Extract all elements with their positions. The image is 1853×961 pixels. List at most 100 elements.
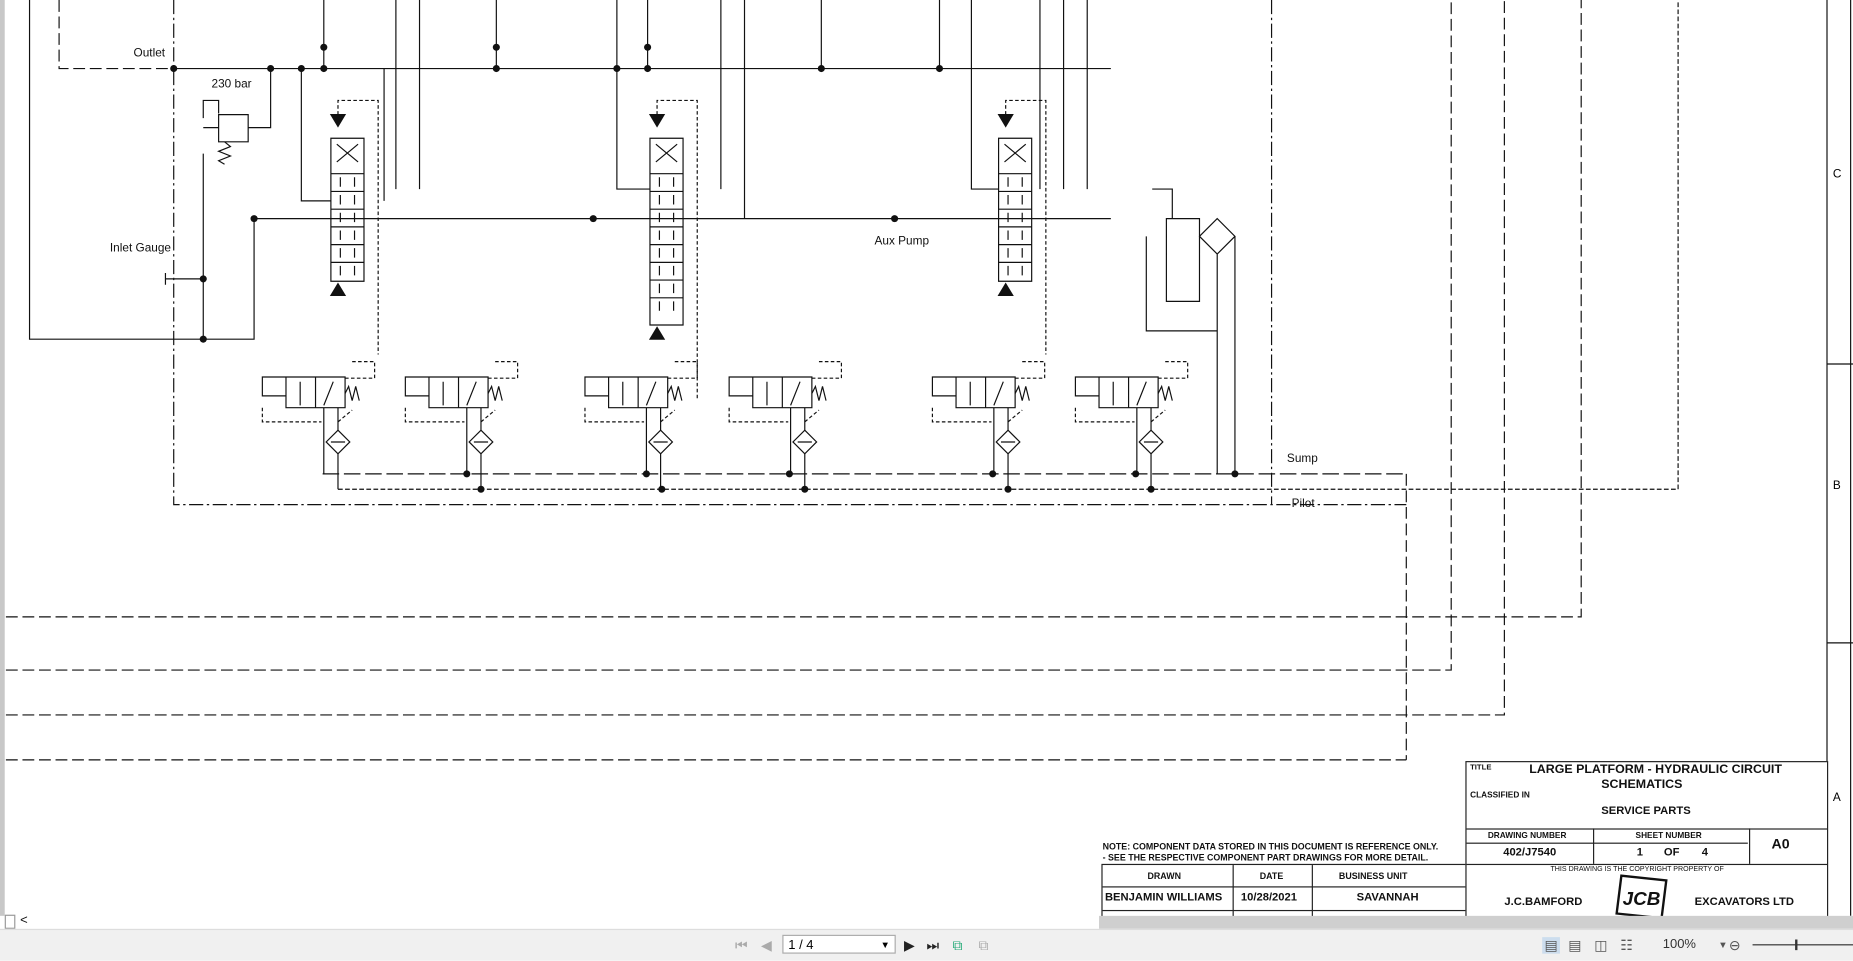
solenoid-valve [261, 376, 346, 409]
valve-pilot [584, 361, 698, 423]
valve-pilot [404, 361, 519, 423]
business-unit-header: BUSINESS UNIT [1338, 870, 1408, 882]
jcb-logo: JCB [1615, 874, 1668, 920]
note-line-1: NOTE: COMPONENT DATA STORED IN THIS DOCU… [1102, 841, 1439, 853]
zoom-slider[interactable] [1752, 944, 1853, 946]
zoom-dropdown-icon[interactable]: ▼ [1718, 939, 1728, 951]
spool-section [330, 190, 364, 205]
spool-section [649, 190, 684, 205]
valve-pilot [728, 361, 843, 423]
spool-valves [329, 99, 1047, 399]
valve-flow-arrows [969, 381, 1030, 406]
spool-section [998, 173, 1032, 187]
previous-view-icon[interactable]: ⧉ [952, 937, 963, 954]
pilot-line [656, 99, 698, 399]
pilot-line [337, 0, 1679, 490]
junction-dot [320, 64, 328, 73]
spool-section [998, 261, 1032, 276]
single-page-view-icon[interactable]: ▤ [1542, 937, 1561, 954]
pilot-label: Pilot [1291, 497, 1315, 511]
last-page-icon[interactable]: ⏭ [926, 937, 940, 954]
svg-text:JCB: JCB [1623, 889, 1661, 910]
spool-section [649, 279, 684, 294]
company-right: EXCAVATORS LTD [1694, 895, 1795, 909]
junction-dot [785, 470, 793, 478]
solenoid-valve [584, 376, 669, 409]
zone-c: C [1832, 167, 1842, 181]
copyright-text: THIS DRAWING IS THE COPYRIGHT PROPERTY O… [1550, 866, 1724, 874]
company-left: J.C.BAMFORD [1504, 895, 1583, 909]
zoom-level[interactable]: 100% [1662, 937, 1696, 952]
junction-dot [492, 43, 500, 51]
drawing-number: 402/J7540 [1503, 846, 1557, 860]
valve-flow-arrows [622, 381, 683, 406]
junction-dot [267, 64, 275, 73]
facing-view-icon[interactable]: ◫ [1594, 937, 1608, 954]
next-view-icon[interactable]: ⧉ [978, 937, 989, 954]
page-number-value: 1 / 4 [788, 938, 814, 953]
date-value: 10/28/2021 [1240, 891, 1298, 905]
page-number-input[interactable]: 1 / 4 ▼ [782, 934, 896, 954]
pilot-line [1005, 99, 1047, 355]
junction-dot [644, 64, 652, 73]
viewer-left-edge [0, 0, 5, 916]
solenoid-valve [404, 376, 489, 409]
junction-dot [589, 215, 597, 223]
horizontal-scrollbar[interactable] [1099, 915, 1853, 929]
filter-icon [468, 429, 494, 455]
previous-page-icon[interactable]: ◀ [761, 937, 772, 954]
inlet-gauge-label: Inlet Gauge [109, 242, 172, 256]
junction-dot [320, 43, 328, 51]
valve-flow-arrows [1112, 381, 1173, 406]
valve-flow-arrows [766, 381, 827, 406]
spool-section [649, 226, 684, 240]
drawing-number-label: DRAWING NUMBER [1487, 831, 1567, 841]
sheet-number-label: SHEET NUMBER [1635, 831, 1702, 841]
boundary-dash-dot [173, 0, 1407, 506]
junction-dot [644, 43, 652, 51]
continuous-view-icon[interactable]: ▤ [1568, 937, 1582, 954]
zoom-out-icon[interactable]: ⊖ [1728, 937, 1741, 954]
spool-section [649, 297, 684, 311]
junction-dot [199, 275, 207, 283]
date-header: DATE [1259, 870, 1284, 882]
first-page-icon[interactable]: ⏮ [735, 937, 748, 954]
zoom-slider-thumb[interactable] [1795, 939, 1798, 951]
scroll-left-button[interactable]: < [20, 913, 28, 928]
scroll-box[interactable] [4, 914, 16, 929]
solenoid-valve [728, 376, 813, 409]
classified-label: CLASSIFIED IN [1470, 791, 1530, 801]
valve-pilot [261, 361, 376, 423]
filter-line [645, 407, 662, 490]
junction-dot [989, 470, 997, 478]
junction-dot [935, 64, 944, 73]
spool-section [998, 190, 1032, 205]
sheet-size: A0 [1771, 835, 1790, 853]
pilot-triangle-top [997, 114, 1014, 128]
sheet-total: 4 [1701, 846, 1708, 860]
next-page-icon[interactable]: ▶ [904, 937, 915, 954]
sheet-of: OF [1663, 846, 1680, 860]
drawing-title-line2: SCHEMATICS [1601, 777, 1683, 792]
junction-dot [891, 215, 899, 223]
solenoid-valve [931, 376, 1016, 409]
junction-dot [801, 485, 809, 493]
spool-section [330, 226, 364, 240]
chevron-down-icon[interactable]: ▼ [880, 939, 890, 951]
zone-b: B [1832, 479, 1841, 493]
junction-dot [817, 64, 825, 73]
junction-dot [463, 470, 471, 478]
junction-dot [658, 485, 666, 493]
junction-dot [1147, 485, 1155, 493]
sump-label: Sump [1286, 452, 1318, 466]
valve-pilot [1074, 361, 1189, 423]
pilot-triangle-bottom [648, 326, 666, 340]
note-line-2: - SEE THE RESPECTIVE COMPONENT PART DRAW… [1102, 852, 1429, 863]
filter-icon [647, 429, 674, 455]
continuous-facing-view-icon[interactable]: ☷ [1620, 937, 1633, 954]
pilot-triangle-top [648, 114, 666, 128]
drawing-title: LARGE PLATFORM - HYDRAULIC CIRCUIT [1529, 762, 1782, 777]
junction-dot [613, 64, 621, 73]
junction-dot [297, 64, 305, 73]
junction-dot [492, 64, 500, 73]
